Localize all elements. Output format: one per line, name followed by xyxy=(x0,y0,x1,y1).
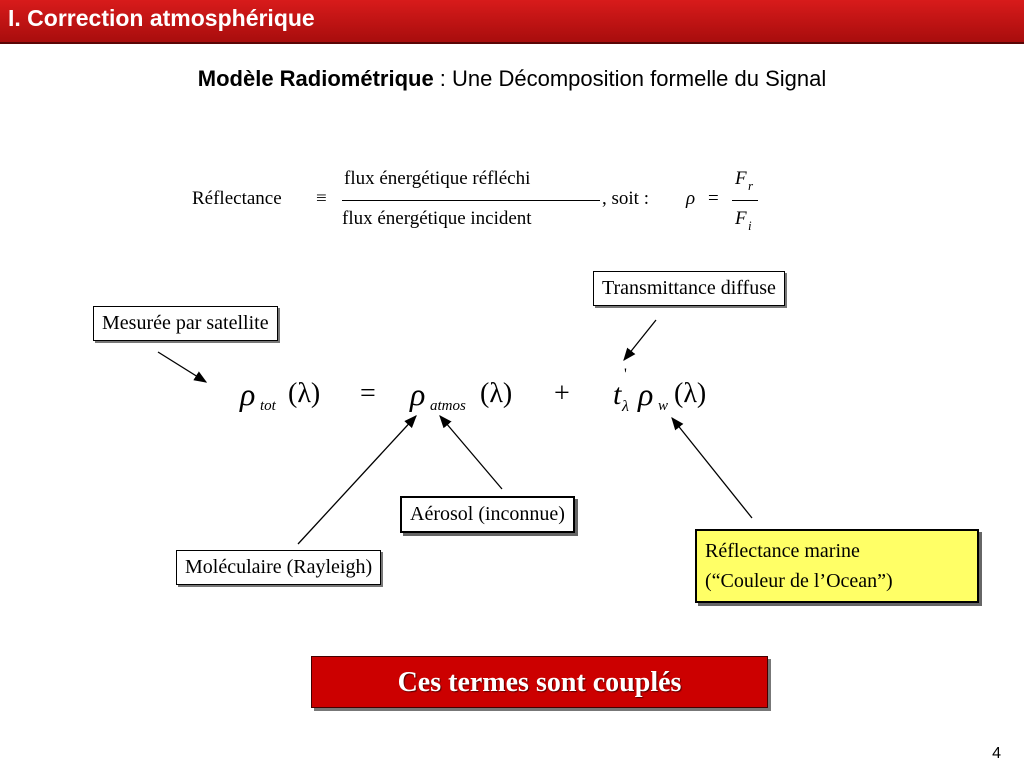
label-marine: Réflectance marine (“Couleur de l’Ocean”… xyxy=(695,529,979,603)
F-denominator: F xyxy=(735,208,747,229)
arrow-marine xyxy=(671,416,753,519)
page-number: 4 xyxy=(992,745,1001,762)
title-bar: I. Correction atmosphérique xyxy=(0,0,1024,44)
label-marine-line2: (“Couleur de l’Ocean”) xyxy=(705,570,893,592)
reflectance-definition: Réflectance ≡ flux énergétique réfléchi … xyxy=(192,166,772,238)
plus-sign: + xyxy=(554,378,570,409)
equals-sign: = xyxy=(360,378,376,409)
slide-subtitle: Modèle Radiométrique : Une Décomposition… xyxy=(0,66,1024,92)
t-diffuse: t xyxy=(613,378,622,411)
label-transmittance-text: Transmittance diffuse xyxy=(602,277,776,299)
reflectance-word: Réflectance xyxy=(192,188,282,209)
subtitle-bold: Modèle Radiométrique xyxy=(197,66,434,91)
rho-atmos: ρ xyxy=(410,376,426,412)
sub-atmos: atmos xyxy=(430,398,466,414)
coupled-text: Ces termes sont couplés xyxy=(397,667,682,698)
slide-title: I. Correction atmosphérique xyxy=(8,5,315,31)
F-numerator: F xyxy=(735,168,747,189)
equiv-symbol: ≡ xyxy=(316,188,327,209)
t-prime: ' xyxy=(624,366,627,383)
label-aerosol-text: Aérosol (inconnue) xyxy=(410,503,565,525)
equal-sign: = xyxy=(708,188,719,209)
label-rayleigh: Moléculaire (Rayleigh) xyxy=(176,550,382,585)
sub-w: w xyxy=(658,398,669,414)
subtitle-rest: : Une Décomposition formelle du Signal xyxy=(433,66,827,91)
fraction-bar xyxy=(342,200,600,201)
rho-symbol: ρ xyxy=(686,188,696,209)
arrow-satellite xyxy=(157,351,208,383)
subscript-i: i xyxy=(748,218,752,233)
rho-w: ρ xyxy=(638,376,654,412)
label-satellite: Mesurée par satellite xyxy=(93,306,278,341)
subscript-r: r xyxy=(748,178,754,193)
label-marine-line1: Réflectance marine xyxy=(705,540,860,562)
arrow-rayleigh xyxy=(297,415,417,545)
arrow-aerosol xyxy=(439,415,503,490)
label-transmittance: Transmittance diffuse xyxy=(593,271,785,306)
arrow-transmittance xyxy=(623,319,657,362)
lambda-arg-1: (λ) xyxy=(288,378,321,409)
rho-tot: ρ xyxy=(240,376,256,412)
lambda-arg-3: (λ) xyxy=(674,378,707,409)
coupled-banner: Ces termes sont couplés xyxy=(311,656,768,708)
denominator: flux énergétique incident xyxy=(342,208,532,229)
sub-tot: tot xyxy=(260,398,276,414)
label-satellite-text: Mesurée par satellite xyxy=(102,312,269,334)
sub-lambda: λ xyxy=(622,398,629,415)
rho-fraction-bar xyxy=(732,200,758,201)
label-aerosol: Aérosol (inconnue) xyxy=(400,496,575,533)
numerator: flux énergétique réfléchi xyxy=(344,168,531,189)
lambda-arg-2: (λ) xyxy=(480,378,513,409)
label-rayleigh-text: Moléculaire (Rayleigh) xyxy=(185,556,373,578)
soit-text: , soit : xyxy=(602,188,649,209)
